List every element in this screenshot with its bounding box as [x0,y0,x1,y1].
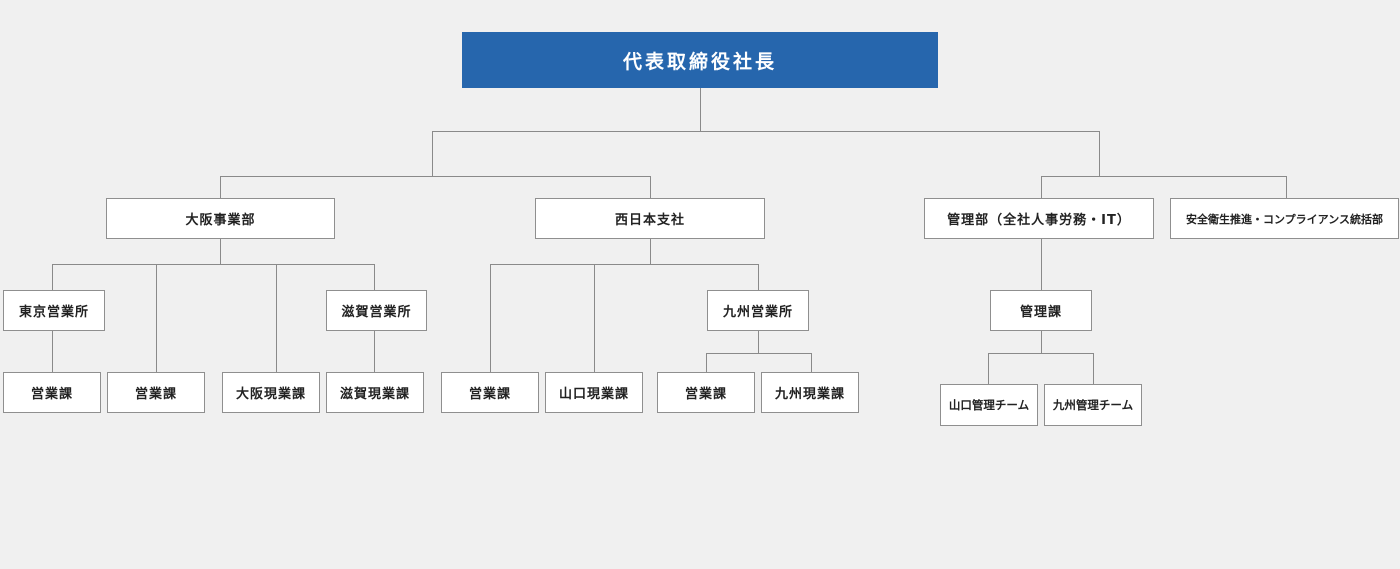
connector-line [432,131,433,176]
connector-line [988,353,989,385]
connector-line [758,264,759,291]
connector-line [276,264,277,373]
connector-line [1041,331,1042,354]
osaka-site-section-box: 大阪現業課 [222,372,320,413]
connector-line [156,264,157,373]
connector-line [374,264,375,291]
connector-line [594,264,595,373]
tokyo-office-box: 東京営業所 [3,290,105,331]
connector-line [811,353,812,373]
admin-division-box: 管理部（全社人事労務・IT） [924,198,1154,239]
connector-line [52,264,53,291]
kyushu-site-section-box: 九州現業課 [761,372,859,413]
west-japan-branch-box: 西日本支社 [535,198,765,239]
shiga-site-section-box: 滋賀現業課 [326,372,424,413]
west-sales-section-box: 営業課 [441,372,539,413]
shiga-office-box: 滋賀営業所 [326,290,427,331]
connector-line [700,88,701,132]
connector-line [1041,238,1042,291]
kyushu-office-box: 九州営業所 [707,290,809,331]
connector-line [1041,176,1287,177]
kyushu-sales-section-box: 営業課 [657,372,755,413]
safety-compliance-box: 安全衛生推進・コンプライアンス統括部 [1170,198,1399,239]
tokyo-sales-section-box: 営業課 [3,372,101,413]
connector-line [1099,131,1100,176]
connector-line [220,238,221,265]
osaka-sales-section-box: 営業課 [107,372,205,413]
osaka-division-box: 大阪事業部 [106,198,335,239]
connector-line [706,353,707,373]
admin-section-box: 管理課 [990,290,1092,331]
connector-line [758,331,759,354]
connector-line [220,176,221,199]
connector-line [988,353,1094,354]
connector-line [490,264,759,265]
connector-line [490,264,491,373]
connector-line [52,264,375,265]
connector-line [1093,353,1094,385]
connector-line [1041,176,1042,199]
yamaguchi-site-section-box: 山口現業課 [545,372,643,413]
connector-line [432,131,1100,132]
connector-line [706,353,812,354]
connector-line [220,176,651,177]
connector-line [374,331,375,373]
connector-line [650,238,651,265]
yamaguchi-admin-team-box: 山口管理チーム [940,384,1038,426]
connector-line [1286,176,1287,199]
connector-line [650,176,651,199]
connector-line [52,331,53,373]
president-box: 代表取締役社長 [462,32,938,88]
kyushu-admin-team-box: 九州管理チーム [1044,384,1142,426]
